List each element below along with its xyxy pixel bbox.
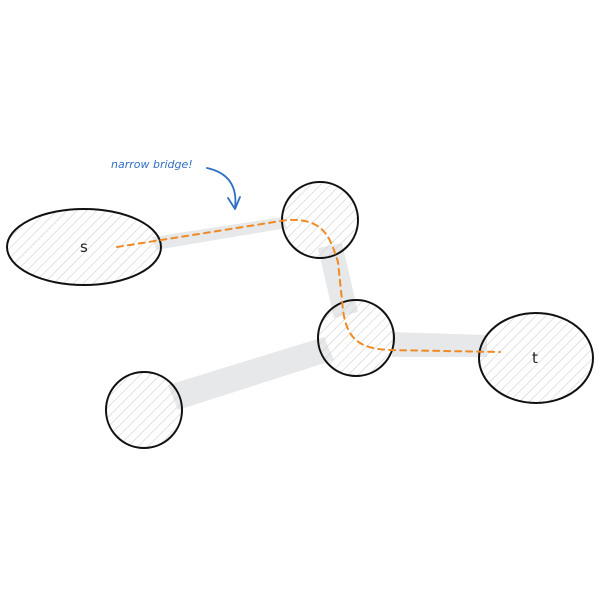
- bridge-middle-left: [168, 337, 334, 410]
- node-s-label: s: [80, 238, 88, 256]
- annotation-arrow: [206, 167, 237, 209]
- node-t-shape: [478, 312, 594, 404]
- node-s-shape: [6, 208, 162, 286]
- nodes: s t: [6, 181, 594, 449]
- annotation-text: narrow bridge!: [111, 158, 193, 171]
- node-left-shape: [105, 371, 183, 449]
- annotation: narrow bridge!: [111, 158, 241, 210]
- annotation-arrowhead: [227, 196, 241, 210]
- bridge-middle-t: [392, 332, 487, 357]
- node-left: [105, 371, 183, 449]
- node-t: t: [478, 312, 594, 404]
- node-middle: [317, 299, 395, 377]
- node-t-label: t: [532, 349, 538, 367]
- bridge-top-middle: [318, 243, 358, 318]
- node-s: s: [6, 208, 162, 286]
- s-t-path: [116, 218, 501, 353]
- node-middle-shape: [317, 299, 395, 377]
- bridge-s-top: [152, 217, 287, 250]
